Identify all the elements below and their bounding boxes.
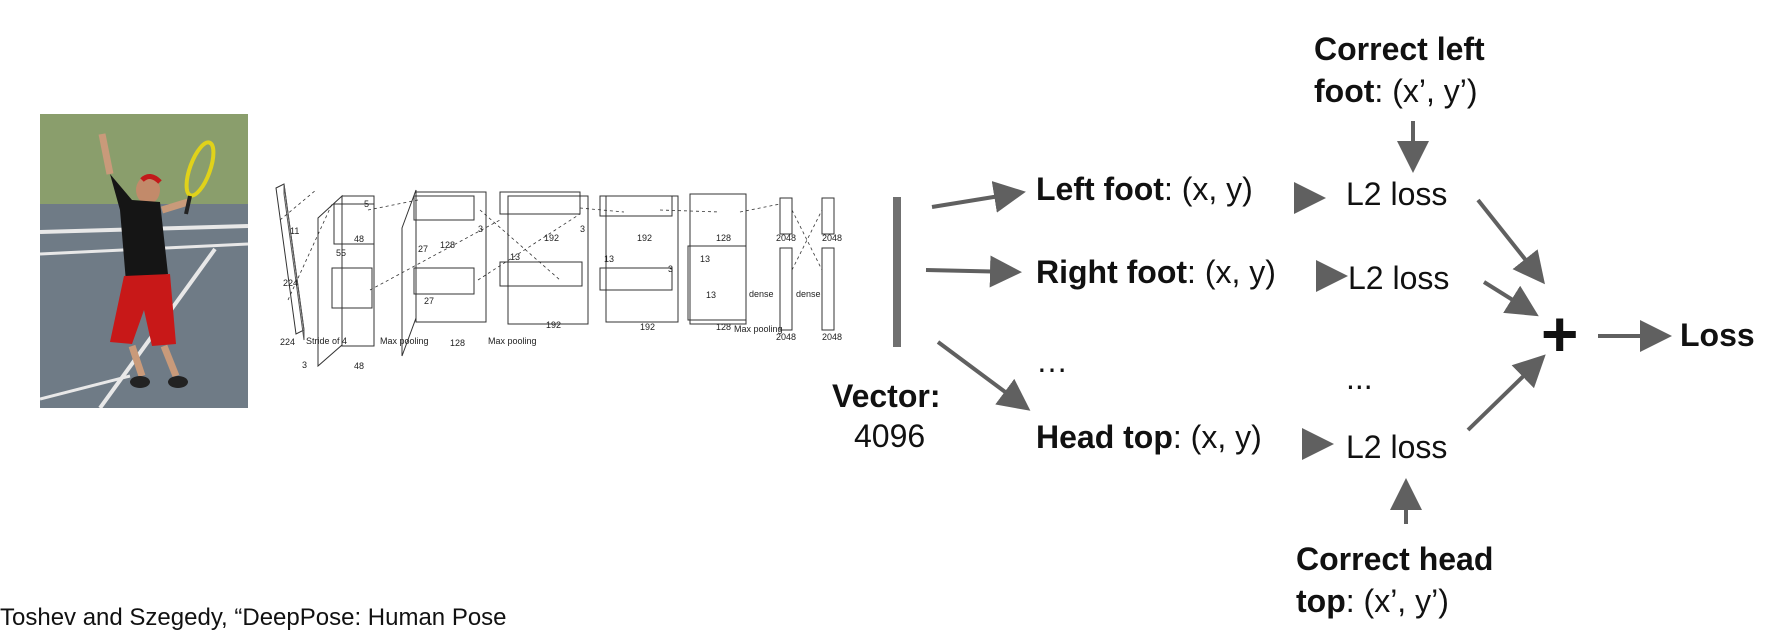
net-label-map13: 13 — [510, 252, 520, 262]
net-label-maxpool-2: Max pooling — [488, 336, 537, 346]
output-head-top-coords: : (x, y) — [1172, 419, 1262, 455]
arrow-to-right-foot — [925, 255, 1022, 288]
output-right-foot: Right foot: (x, y) — [1036, 254, 1276, 290]
net-label-map13-c: 13 — [700, 254, 710, 264]
net-label-map13-d: 13 — [706, 290, 716, 300]
net-label-conv1-depth: 48 — [354, 234, 364, 244]
arrow-loss1-to-sum — [1476, 198, 1545, 285]
net-label-conv2-kernel: 5 — [364, 199, 369, 209]
l2-loss-right-foot: L2 loss — [1348, 260, 1450, 296]
l2-loss-left-foot: L2 loss — [1346, 176, 1448, 212]
net-label-stride: Stride of 4 — [306, 336, 347, 346]
net-label-k3-c: 3 — [668, 264, 673, 274]
target-head-top: Correct head top: (x’, y’) — [1296, 538, 1526, 622]
target-left-foot-name: Correct left foot — [1314, 31, 1485, 109]
output-left-foot-coords: : (x, y) — [1163, 171, 1253, 207]
arrow-loss2-to-sum — [1482, 280, 1539, 317]
net-label-conv4-depth: 192 — [637, 233, 652, 243]
target-left-foot: Correct left foot: (x’, y’) — [1314, 28, 1534, 112]
net-label-conv3-depth-b: 192 — [546, 320, 561, 330]
net-label-input-size-b: 224 — [280, 337, 295, 347]
sum-plus-icon: + — [1541, 298, 1579, 370]
net-label-maxpool-3: Max pooling — [734, 324, 783, 334]
arrow-to-head-top — [936, 340, 1031, 411]
output-left-foot: Left foot: (x, y) — [1036, 171, 1253, 207]
target-head-top-name: Correct head top — [1296, 541, 1494, 619]
l2-loss-head-top: L2 loss — [1346, 429, 1448, 465]
output-right-foot-coords: : (x, y) — [1187, 254, 1276, 290]
net-label-conv3-depth: 192 — [544, 233, 559, 243]
net-label-map27: 27 — [418, 244, 428, 254]
net-label-dense-1: dense — [749, 289, 774, 299]
net-label-conv2-depth-b: 128 — [450, 338, 465, 348]
arrow-to-left-foot — [931, 181, 1026, 213]
output-head-top: Head top: (x, y) — [1036, 419, 1262, 455]
vector-label: Vector: — [832, 378, 941, 414]
citation: Toshev and Szegedy, “DeepPose: Human Pos… — [0, 604, 507, 631]
net-label-conv1-depth-b: 48 — [354, 361, 364, 371]
output-head-top-name: Head top — [1036, 419, 1173, 455]
target-left-foot-coords: : (x’, y’) — [1374, 73, 1478, 109]
net-label-channels-in: 3 — [302, 360, 307, 370]
net-label-kernel: 11 — [290, 226, 299, 236]
target-head-top-coords: : (x’, y’) — [1345, 583, 1449, 619]
net-label-input-size: 224 — [283, 278, 298, 288]
net-label-conv5-depth-b: 128 — [716, 322, 731, 332]
net-label-fc-1: 2048 — [776, 233, 796, 243]
net-label-conv5-depth: 128 — [716, 233, 731, 243]
net-label-fc-3: 2048 — [776, 332, 796, 342]
net-label-fc-4: 2048 — [822, 332, 842, 342]
net-label-map27-b: 27 — [424, 296, 434, 306]
l2-loss-ellipsis: ... — [1346, 360, 1373, 396]
net-label-maxpool-1: Max pooling — [380, 336, 429, 346]
net-label-k3-b: 3 — [580, 224, 585, 234]
vector-size: 4096 — [854, 418, 926, 454]
net-label-k3: 3 — [478, 224, 483, 234]
net-label-fc-2: 2048 — [822, 233, 842, 243]
net-label-conv2-depth: 128 — [440, 240, 455, 250]
output-ellipsis: … — [1036, 343, 1068, 379]
net-label-conv4-depth-b: 192 — [640, 322, 655, 332]
output-right-foot-name: Right foot — [1036, 254, 1188, 290]
output-left-foot-name: Left foot — [1036, 171, 1164, 207]
final-loss-label: Loss — [1680, 317, 1755, 353]
net-label-map13-b: 13 — [604, 254, 614, 264]
tennis-player-photo — [40, 114, 248, 408]
net-label-dense-2: dense — [796, 289, 821, 299]
vector-bar — [893, 197, 901, 347]
tennis-player-illustration — [40, 114, 248, 408]
net-label-conv1-size: 55 — [336, 248, 346, 258]
arrow-loss3-to-sum — [1466, 354, 1546, 432]
